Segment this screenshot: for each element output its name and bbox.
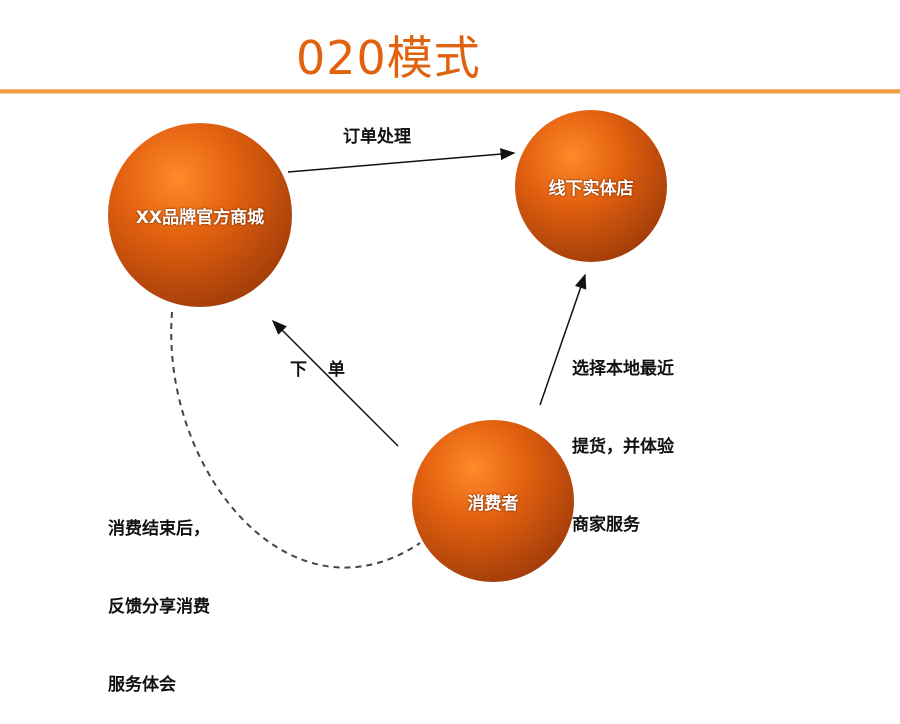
node-offline-store-label: 线下实体店 bbox=[548, 178, 634, 199]
feedback-dashed-arc bbox=[170, 311, 421, 569]
arrow-place-order bbox=[271, 319, 399, 447]
node-consumer: 消费者 bbox=[412, 420, 574, 582]
arrow-pickup bbox=[539, 273, 587, 406]
label-feedback-line: 服务体会 bbox=[108, 675, 176, 695]
label-place-order-1: 下 bbox=[290, 360, 307, 380]
node-consumer-label: 消费者 bbox=[467, 493, 519, 514]
arrow-order-processing bbox=[287, 148, 516, 173]
label-pickup: 选择本地最近 提货，并体验 商家服务 bbox=[572, 304, 674, 564]
label-feedback-line: 反馈分享消费 bbox=[108, 597, 210, 617]
node-offline-store: 线下实体店 bbox=[515, 110, 667, 262]
title-divider bbox=[0, 89, 900, 94]
label-order-processing: 订单处理 bbox=[343, 127, 411, 147]
node-brand-mall-label: XX品牌官方商城 bbox=[135, 207, 265, 228]
label-pickup-line: 选择本地最近 bbox=[572, 359, 674, 379]
label-feedback-line: 消费结束后， bbox=[108, 519, 210, 539]
label-pickup-line: 商家服务 bbox=[572, 515, 640, 535]
label-feedback: 消费结束后， 反馈分享消费 服务体会 bbox=[108, 464, 210, 724]
page-title: 020模式 bbox=[296, 31, 481, 85]
diagram-connectors bbox=[170, 148, 587, 569]
label-pickup-line: 提货，并体验 bbox=[572, 437, 674, 457]
node-brand-mall: XX品牌官方商城 bbox=[108, 123, 292, 307]
label-place-order-2: 单 bbox=[328, 360, 345, 380]
